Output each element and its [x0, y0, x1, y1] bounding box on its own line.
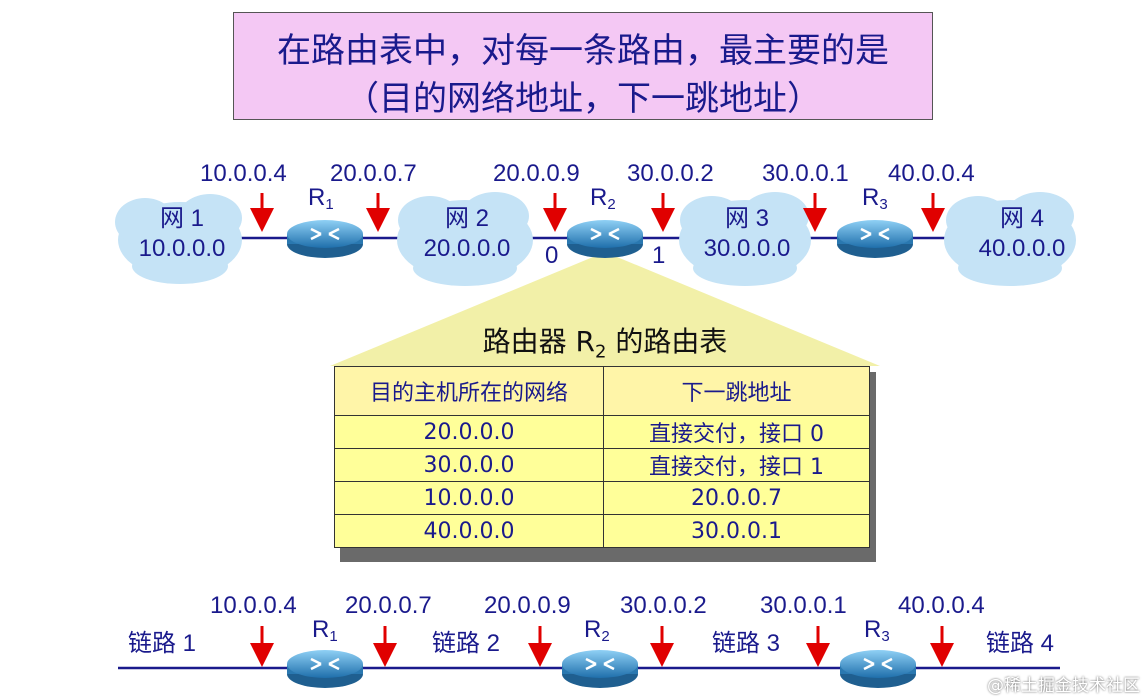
r2-port-0: 0	[545, 242, 559, 269]
bottom-r1-name: R1	[312, 616, 338, 645]
r2-left-ip: 20.0.0.9	[493, 160, 580, 187]
table-header-row: 目的主机所在的网络 下一跳地址	[334, 366, 870, 416]
table-row: 40.0.0.0 30.0.0.1	[334, 514, 870, 548]
routing-table-title: 路由器 R2 的路由表	[482, 325, 728, 363]
cloud-net-2	[397, 192, 533, 286]
table-cell: 直接交付，接口 0	[603, 415, 870, 449]
title-line-1: 在路由表中，对每一条路由，最主要的是	[277, 31, 889, 71]
link-3-label: 链路 3	[712, 630, 781, 657]
r3-name: R3	[862, 184, 888, 213]
r2-right-ip: 30.0.0.2	[627, 160, 714, 187]
r1-left-ip: 10.0.0.4	[200, 160, 287, 187]
table-cell: 30.0.0.1	[603, 514, 870, 548]
r2-port-1: 1	[652, 242, 666, 269]
table-cell: 20.0.0.7	[603, 481, 870, 515]
link-4-label: 链路 4	[986, 630, 1055, 657]
bottom-r2-left-ip: 20.0.0.9	[484, 592, 571, 619]
r3-left-ip: 30.0.0.1	[762, 160, 849, 187]
watermark: @稀土掘金技术社区	[987, 676, 1140, 696]
bottom-r3-name: R3	[864, 616, 890, 645]
router-icon	[287, 650, 363, 688]
table-header: 下一跳地址	[603, 366, 870, 416]
title-line-2: （目的网络地址，下一跳地址）	[345, 79, 821, 119]
link-2-label: 链路 2	[432, 630, 501, 657]
router-icon	[840, 650, 916, 688]
router-icon	[567, 220, 643, 258]
bottom-r3-right-ip: 40.0.0.4	[898, 592, 985, 619]
table-header: 目的主机所在的网络	[334, 366, 604, 416]
router-icon	[562, 650, 638, 688]
table-cell: 20.0.0.0	[334, 415, 604, 449]
link-1-label: 链路 1	[128, 630, 197, 657]
bottom-r1-left-ip: 10.0.0.4	[210, 592, 297, 619]
r2-name: R2	[590, 184, 616, 213]
bottom-r2-right-ip: 30.0.0.2	[620, 592, 707, 619]
table-cell: 10.0.0.0	[334, 481, 604, 515]
table-cell: 40.0.0.0	[334, 514, 604, 548]
bottom-arrows	[250, 626, 954, 667]
bottom-r2-name: R2	[584, 616, 610, 645]
r1-name: R1	[308, 184, 334, 213]
cloud-net-3	[679, 192, 811, 286]
top-arrows	[250, 193, 945, 232]
table-row: 30.0.0.0 直接交付，接口 1	[334, 448, 870, 482]
table-row: 20.0.0.0 直接交付，接口 0	[334, 415, 870, 449]
table-cell: 直接交付，接口 1	[603, 448, 870, 482]
callout-shape	[330, 252, 880, 366]
title-box: 在路由表中，对每一条路由，最主要的是 （目的网络地址，下一跳地址）	[233, 12, 933, 120]
bottom-r3-left-ip: 30.0.0.1	[760, 592, 847, 619]
table-cell: 30.0.0.0	[334, 448, 604, 482]
router-icon	[837, 220, 913, 258]
router-icon	[287, 220, 363, 258]
routing-table: 目的主机所在的网络 下一跳地址 20.0.0.0 直接交付，接口 0 30.0.…	[334, 366, 870, 548]
r1-right-ip: 20.0.0.7	[330, 160, 417, 187]
bottom-r1-right-ip: 20.0.0.7	[345, 592, 432, 619]
cloud-net-4	[944, 192, 1076, 286]
table-row: 10.0.0.0 20.0.0.7	[334, 481, 870, 515]
cloud-net-1	[115, 194, 242, 284]
r3-right-ip: 40.0.0.4	[888, 160, 975, 187]
